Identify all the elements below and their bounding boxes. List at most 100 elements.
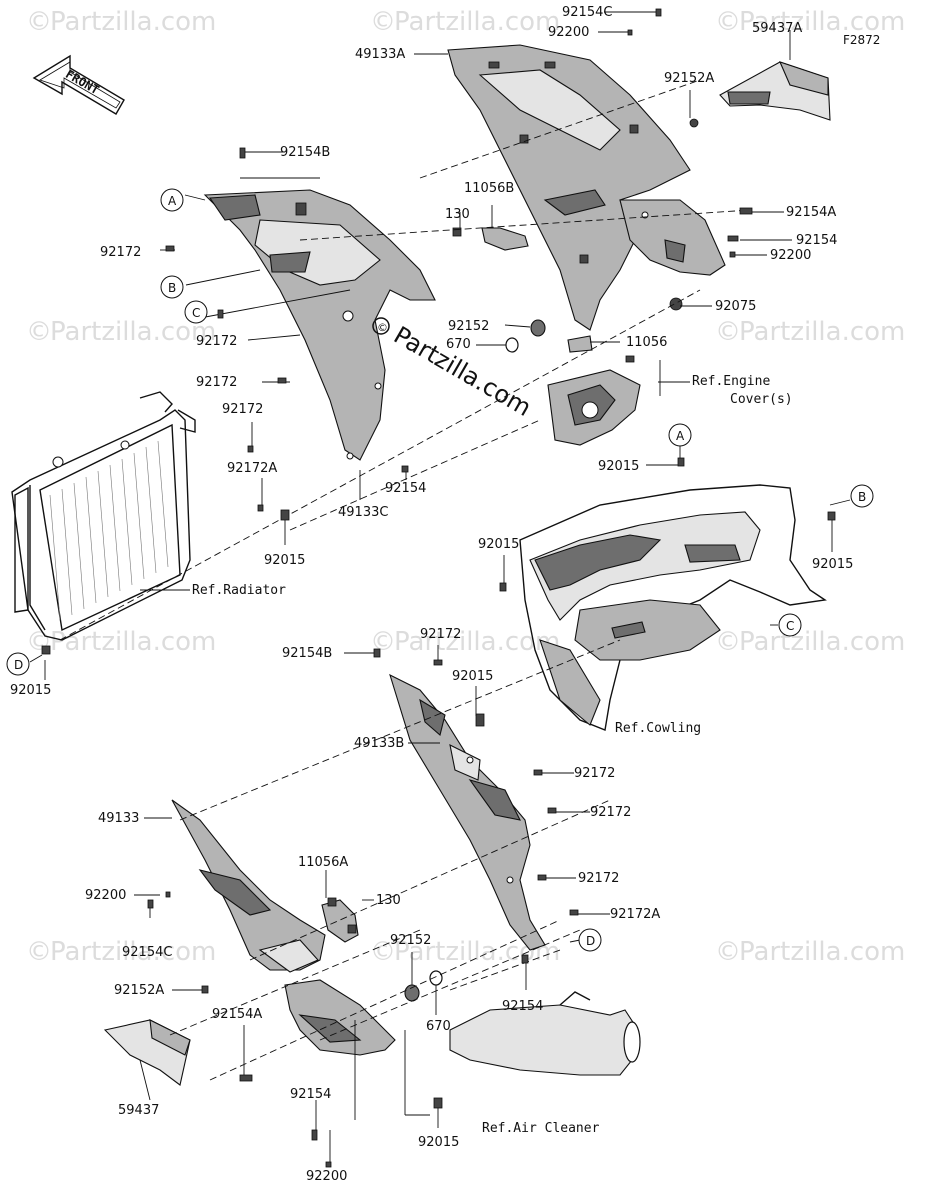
watermark-11: © Partzilla.com: [715, 937, 905, 967]
svg-text:©: ©: [377, 321, 388, 334]
fasteners: [41, 8, 836, 1168]
air-cleaner-ref: [449, 991, 641, 1076]
svg-text:Partzilla.com: Partzilla.com: [50, 317, 216, 347]
label-11056A: 11056A: [298, 855, 348, 870]
label-49133B: 49133B: [354, 736, 404, 751]
svg-text:C: C: [786, 619, 794, 633]
label-92015-g: 92015: [418, 1135, 459, 1150]
side-cover-49133: [171, 799, 326, 973]
svg-text:Partzilla.com: Partzilla.com: [739, 937, 905, 967]
duct-59437A: [719, 61, 831, 121]
leader-lines: [29, 11, 851, 1165]
label-59437: 59437: [118, 1103, 159, 1118]
svg-text:Partzilla.com: Partzilla.com: [50, 7, 216, 37]
label-92015-a: 92015: [264, 553, 305, 568]
watermark-7: © Partzilla.com: [370, 627, 560, 657]
label-92172-c: 92172: [196, 375, 237, 390]
label-92015-d: 92015: [478, 537, 519, 552]
label-92172A-bot: 92172A: [610, 907, 660, 922]
label-92154B-mid: 92154B: [282, 646, 332, 661]
label-92172-b: 92172: [196, 334, 237, 349]
label-92172-g: 92172: [590, 805, 631, 820]
svg-text:©: ©: [715, 7, 741, 37]
engine-cover-ref: [547, 335, 641, 446]
callout-D-bottom: D: [578, 928, 602, 952]
ref-air-cleaner: Ref.Air Cleaner: [482, 1121, 600, 1136]
label-49133: 49133: [98, 811, 139, 826]
dashed-lines: [59, 79, 751, 1081]
svg-text:C: C: [192, 306, 200, 320]
label-59437A: 59437A: [752, 21, 802, 36]
callout-B-right: B: [850, 484, 874, 508]
label-92154A: 92154A: [786, 205, 836, 220]
label-92172-h: 92172: [578, 871, 619, 886]
label-49133C: 49133C: [338, 505, 388, 520]
label-92152A-bot: 92152A: [114, 983, 164, 998]
label-92154-bot: 92154: [502, 999, 543, 1014]
part-labels: 92154C 92200 49133A 59437A 92152A 92154B…: [10, 5, 853, 1184]
label-130-bot: 130: [376, 893, 401, 908]
bracket-11056A: [321, 897, 359, 943]
label-92154A-bot: 92154A: [212, 1007, 262, 1022]
svg-text:Partzilla.com: Partzilla.com: [739, 7, 905, 37]
label-670-bot: 670: [426, 1019, 451, 1034]
label-92152A: 92152A: [664, 71, 714, 86]
svg-text:©: ©: [26, 317, 52, 347]
ref-cowling: Ref.Cowling: [615, 721, 701, 736]
bracket-11056B: [452, 227, 529, 251]
radiator-ref: [11, 391, 196, 641]
label-92172-f: 92172: [574, 766, 615, 781]
label-92015-b: 92015: [598, 459, 639, 474]
cowling-ref: [519, 484, 827, 731]
watermark-8: © Partzilla.com: [715, 627, 905, 657]
label-92154B: 92154B: [280, 145, 330, 160]
svg-text:D: D: [14, 658, 23, 672]
callout-A-top: A: [160, 188, 184, 212]
label-92172A: 92172A: [227, 461, 277, 476]
callout-C-right: C: [778, 613, 802, 637]
watermark-9: © Partzilla.com: [26, 937, 216, 967]
ref-radiator: Ref.Radiator: [192, 583, 286, 598]
label-130: 130: [445, 207, 470, 222]
svg-text:B: B: [168, 281, 176, 295]
watermarks: © Partzilla.com © Partzilla.com © Partzi…: [26, 7, 905, 967]
watermark-2: © Partzilla.com: [370, 7, 560, 37]
lower-inner-panel: [284, 970, 443, 1056]
svg-text:©: ©: [715, 937, 741, 967]
svg-text:A: A: [168, 194, 177, 208]
svg-text:©: ©: [370, 7, 396, 37]
front-arrow-icon: FRONT: [32, 54, 125, 115]
label-49133A: 49133A: [355, 47, 405, 62]
svg-text:©: ©: [715, 317, 741, 347]
svg-text:Partzilla.com: Partzilla.com: [739, 627, 905, 657]
callout-D-left: D: [6, 652, 30, 676]
label-92154-mid: 92154: [385, 481, 426, 496]
label-92200-bot2: 92200: [306, 1169, 347, 1184]
label-92152: 92152: [448, 319, 489, 334]
label-92172-d: 92172: [222, 402, 263, 417]
ref-engine-line2: Cover(s): [730, 392, 793, 407]
svg-text:©: ©: [26, 937, 52, 967]
watermark-1: © Partzilla.com: [26, 7, 216, 37]
ref-engine-line1: Ref.Engine: [692, 374, 770, 389]
watermark-6: © Partzilla.com: [26, 627, 216, 657]
label-92200-mid: 92200: [770, 248, 811, 263]
label-11056: 11056: [626, 335, 667, 350]
label-92200-bot: 92200: [85, 888, 126, 903]
label-670: 670: [446, 337, 471, 352]
watermark-3: © Partzilla.com: [715, 7, 905, 37]
label-92152-bot: 92152: [390, 933, 431, 948]
duct-59437: [103, 1019, 191, 1086]
label-92015-c: 92015: [812, 557, 853, 572]
svg-text:©: ©: [26, 7, 52, 37]
svg-text:Partzilla.com: Partzilla.com: [394, 7, 560, 37]
svg-text:Partzilla.com: Partzilla.com: [394, 627, 560, 657]
inner-bracket-right: [619, 199, 726, 276]
callout-A-right: A: [668, 423, 692, 447]
figure-code: F2872: [843, 33, 880, 47]
label-11056B: 11056B: [464, 181, 514, 196]
label-92172-e: 92172: [420, 627, 461, 642]
label-92154-bot2: 92154: [290, 1087, 331, 1102]
svg-text:D: D: [586, 934, 595, 948]
